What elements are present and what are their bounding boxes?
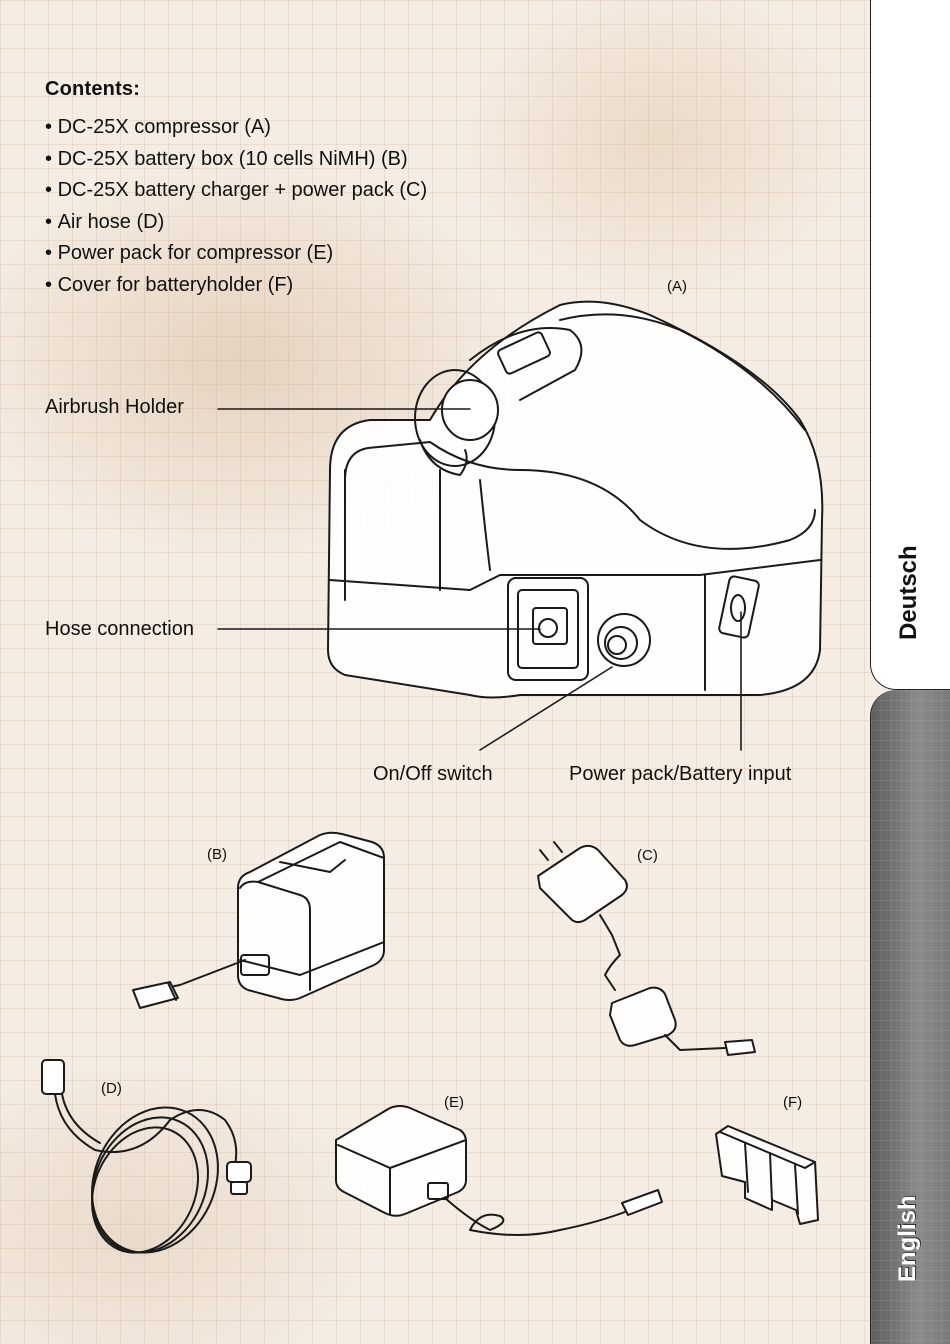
hose-connection-label: Hose connection xyxy=(45,618,194,641)
figure-tag-b: (B) xyxy=(207,846,227,863)
figure-tag-f: (F) xyxy=(783,1094,802,1111)
battery-box-illustration xyxy=(133,833,384,1008)
battery-cover-illustration xyxy=(716,1126,818,1224)
figure-tag-e: (E) xyxy=(444,1094,464,1111)
figure-tag-a: (A) xyxy=(667,278,687,295)
charger-illustration xyxy=(538,842,755,1055)
airbrush-holder-label: Airbrush Holder xyxy=(45,396,184,419)
compressor-illustration xyxy=(328,302,822,698)
figure-tag-d: (D) xyxy=(101,1080,122,1097)
figure-tag-c: (C) xyxy=(637,847,658,864)
tab-deutsch[interactable]: Deutsch xyxy=(870,0,950,690)
language-sidebar: Deutsch English xyxy=(870,0,950,1344)
tab-deutsch-label: Deutsch xyxy=(895,545,923,640)
power-pack-illustration xyxy=(336,1106,662,1235)
manual-page: Contents: DC-25X compressor (A) DC-25X b… xyxy=(0,0,870,1344)
tab-english-label: English xyxy=(894,1195,922,1282)
product-illustrations xyxy=(0,0,870,1344)
air-hose-illustration xyxy=(42,1060,251,1273)
power-input-label: Power pack/Battery input xyxy=(569,763,791,786)
on-off-switch-label: On/Off switch xyxy=(373,763,493,786)
